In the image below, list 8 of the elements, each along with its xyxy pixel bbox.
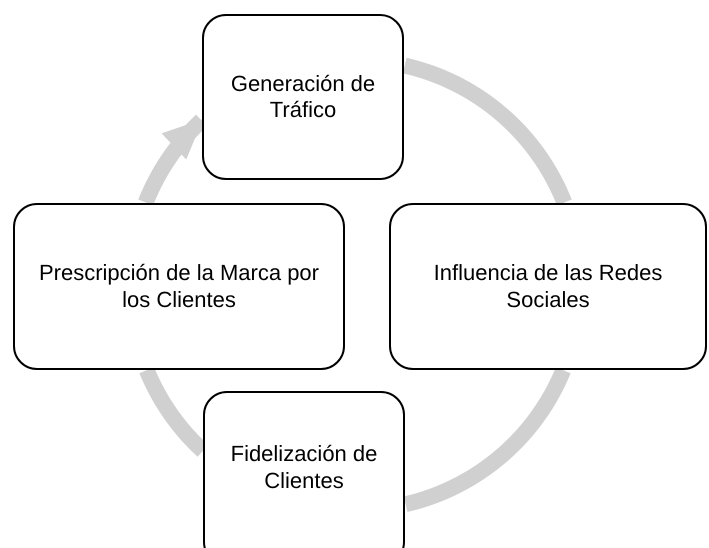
- step-label: Fidelización de Clientes: [230, 441, 378, 494]
- step-label: Prescripción de la Marca por los Clientes: [38, 260, 320, 313]
- step-label: Generación de Tráfico: [230, 70, 376, 124]
- step-label: Influencia de las Redes Sociales: [432, 260, 664, 313]
- cycle-step-box: [203, 391, 405, 548]
- cycle-step-box: [389, 203, 707, 370]
- cycle-step-box: [202, 14, 404, 180]
- cycle-step-box: [13, 203, 345, 370]
